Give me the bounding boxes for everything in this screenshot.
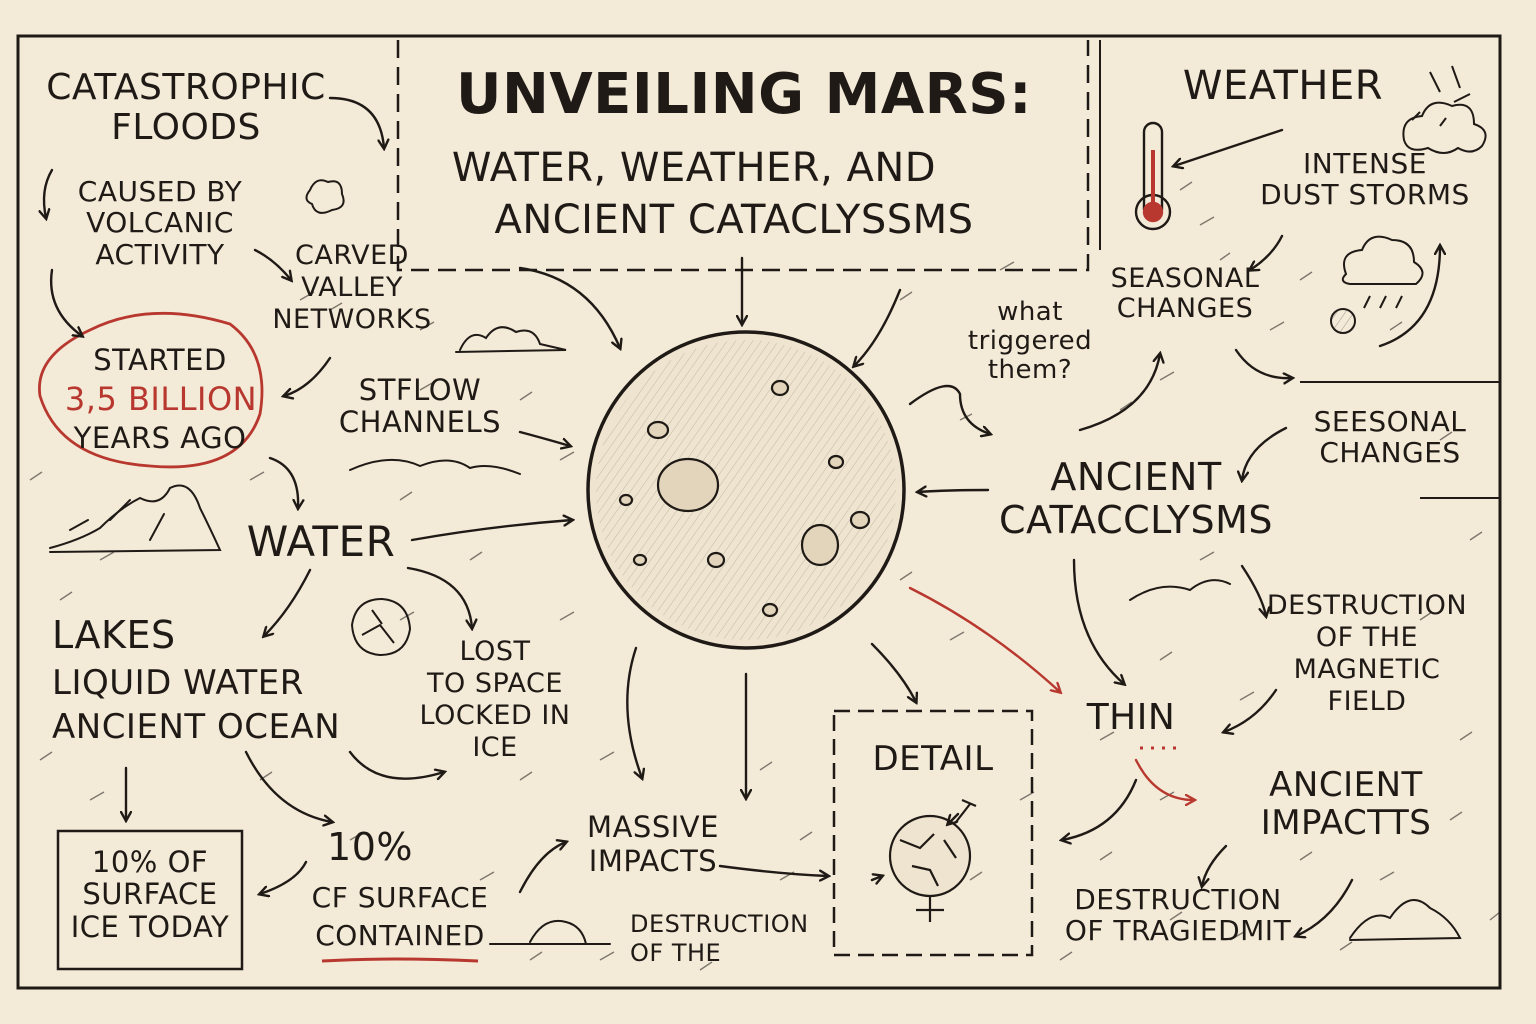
terrain-sketches bbox=[49, 326, 1462, 945]
label-what-triggered: what triggered them? bbox=[967, 297, 1093, 386]
label-weather: WEATHER bbox=[1182, 63, 1384, 109]
label-liquid-water: LIQUID WATER bbox=[52, 663, 304, 703]
highlight-circle bbox=[38, 311, 264, 469]
label-stflow-channels: STFLOW CHANNELS bbox=[338, 373, 502, 440]
label-destruction-tragiedmit: DESTRUCTION OF TRAGIEDMIT bbox=[1064, 883, 1292, 948]
label-water: WATER bbox=[246, 517, 396, 566]
label-intense-dust-storms: INTENSE DUST STORMS bbox=[1260, 147, 1470, 212]
page-subtitle-line-2: ANCIENT CATACLYSSMS bbox=[494, 197, 974, 243]
outer-frame bbox=[16, 34, 1502, 990]
page-subtitle-line-1: WATER, WEATHER, AND bbox=[451, 145, 937, 191]
label-ten-percent-ice: 10% OF SURFACE ICE TODAY bbox=[70, 845, 230, 944]
mini-planet-icon bbox=[888, 798, 977, 922]
label-billion-years: 3,5 BILLION bbox=[64, 380, 258, 418]
label-caused-by-volcanic: CAUSED BY VOLCANIC ACTIVITY bbox=[77, 175, 243, 271]
rock-sketches bbox=[305, 179, 1356, 657]
red-arrows bbox=[908, 586, 1194, 800]
terrain-hatching bbox=[29, 181, 1501, 971]
label-massive-impacts: MASSIVE IMPACTS bbox=[587, 810, 719, 879]
label-destruction-magnetic: DESTRUCTION OF THE MAGNETIC FIELD bbox=[1266, 590, 1468, 717]
mars-planet-sketch bbox=[586, 330, 906, 650]
label-ten-percent: 10% bbox=[327, 825, 413, 869]
label-destruction-of-the: DESTRUCTION OF THE bbox=[630, 910, 809, 967]
label-carved-valley: CARVED VALLEY NETWORKS bbox=[272, 240, 432, 335]
label-contained: CONTAINED bbox=[315, 919, 485, 952]
label-years-ago: YEARS AGO bbox=[73, 421, 247, 455]
thermometer-icon bbox=[1134, 121, 1172, 231]
label-lakes: LAKES bbox=[52, 613, 176, 657]
detail-dashed-box bbox=[832, 709, 1034, 957]
label-ancient-cataclysms: ANCIENT CATACCLYSMS bbox=[998, 455, 1274, 542]
flow-arrows bbox=[44, 96, 1440, 936]
label-started: STARTED bbox=[93, 343, 227, 377]
label-ancient-impactts: ANCIENT IMPACTTS bbox=[1260, 765, 1432, 844]
label-seasonal-changes: SEASONAL CHANGES bbox=[1110, 263, 1260, 325]
label-detail: DETAIL bbox=[872, 739, 994, 779]
storm-cloud-icon bbox=[1341, 65, 1487, 309]
page-title: UNVEILING MARS: bbox=[455, 62, 1033, 127]
label-thin: THIN bbox=[1086, 697, 1176, 738]
ice-fact-box bbox=[56, 829, 244, 971]
label-seesonal-changes: SEESONAL CHANGES bbox=[1313, 405, 1467, 470]
label-cf-surface: CF SURFACE bbox=[311, 881, 489, 914]
label-ancient-ocean: ANCIENT OCEAN bbox=[52, 707, 341, 747]
label-catastrophic-floods: CATASTROPHIC FLOODS bbox=[46, 67, 326, 149]
label-lost-to-space: LOST TO SPACE LOCKED IN ICE bbox=[419, 636, 571, 763]
contained-underline bbox=[321, 957, 479, 963]
